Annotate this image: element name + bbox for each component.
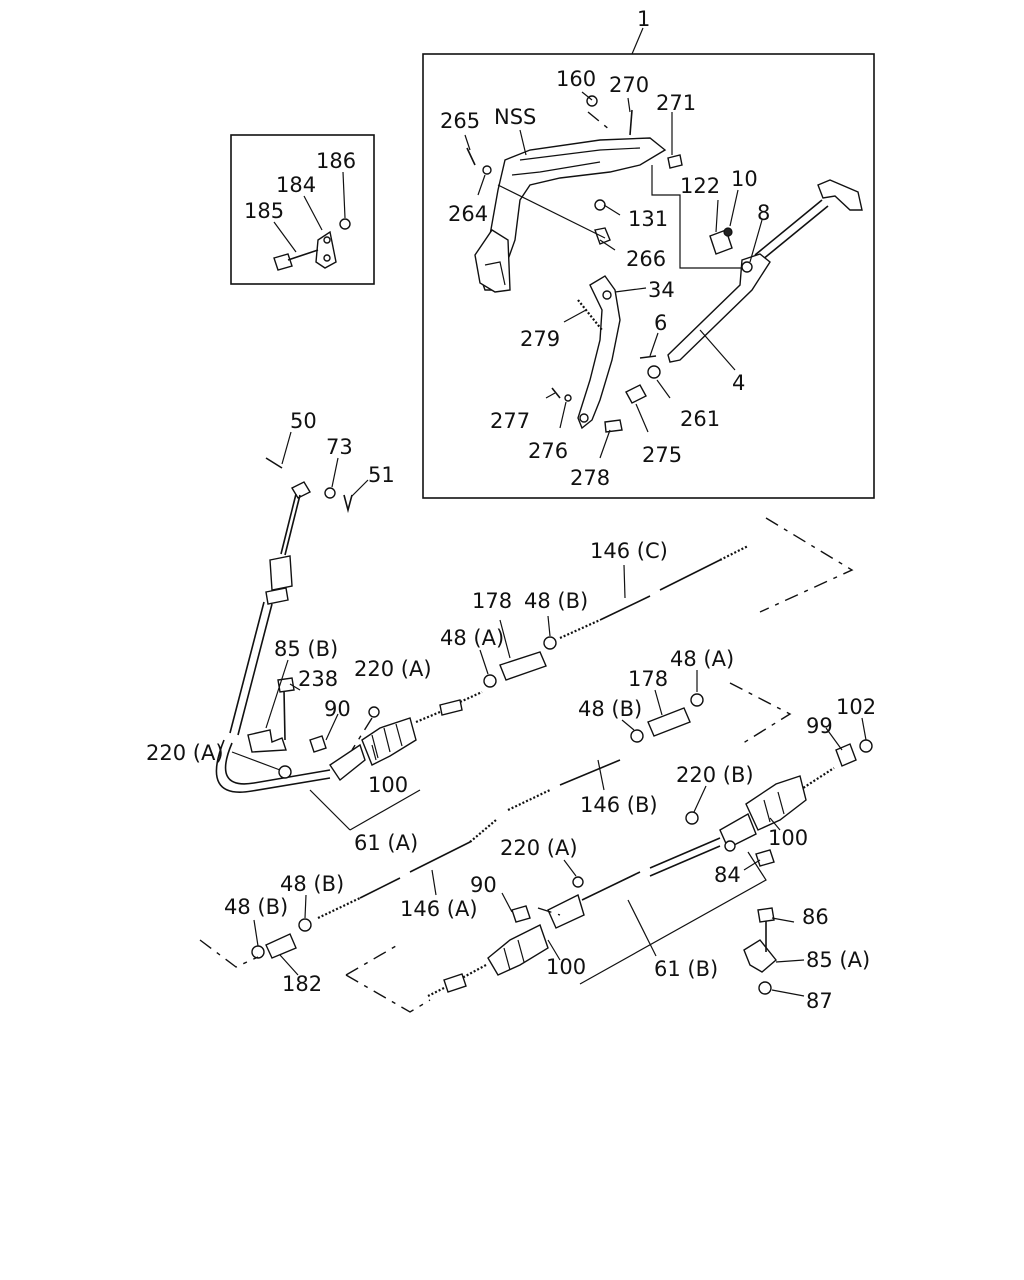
callout-185: 185 (244, 199, 284, 223)
callout-278: 278 (570, 466, 610, 490)
callout-48a-upper: 48 (A) (440, 626, 504, 650)
bracket-detail-frame (230, 134, 375, 285)
callout-48b-upper: 48 (B) (524, 589, 588, 613)
callout-122: 122 (680, 174, 720, 198)
callout-8: 8 (757, 201, 770, 225)
callout-264: 264 (448, 202, 488, 226)
callout-275: 275 (642, 443, 682, 467)
callout-100-upper: 100 (368, 773, 408, 797)
callout-48b-left: 48 (B) (224, 895, 288, 919)
callout-1: 1 (637, 7, 650, 31)
callout-86: 86 (802, 905, 829, 929)
callout-220a-upper: 220 (A) (354, 657, 432, 681)
bracket-detail-drawing (273, 171, 351, 271)
callout-90-upper: 90 (324, 697, 351, 721)
callout-266: 266 (626, 247, 666, 271)
callout-85b: 85 (B) (274, 637, 338, 661)
callout-73: 73 (326, 435, 353, 459)
callout-85a: 85 (A) (806, 948, 870, 972)
callout-51: 51 (368, 463, 395, 487)
callout-84: 84 (714, 863, 741, 887)
callout-265: 265 (440, 109, 480, 133)
callout-220a-lower: 220 (A) (500, 836, 578, 860)
callout-276: 276 (528, 439, 568, 463)
callout-279: 279 (520, 327, 560, 351)
callout-220a-left: 220 (A) (146, 741, 224, 765)
callout-277: 277 (490, 409, 530, 433)
callout-48a-lower: 48 (A) (670, 647, 734, 671)
callout-nss: NSS (494, 105, 536, 129)
callout-220b: 220 (B) (676, 763, 754, 787)
callout-146a: 146 (A) (400, 897, 478, 921)
lever-assembly-frame (422, 53, 875, 499)
callout-100-right: 100 (768, 826, 808, 850)
callout-182: 182 (282, 972, 322, 996)
callout-238: 238 (298, 667, 338, 691)
callout-labels: 1 160 270 271 265 NSS 264 131 122 10 8 2… (146, 7, 876, 1013)
callout-271: 271 (656, 91, 696, 115)
rod-146a-drawing (199, 819, 497, 976)
callout-10: 10 (731, 167, 758, 191)
callout-48b-left-upper: 48 (B) (280, 872, 344, 896)
lever-assembly-drawing (464, 27, 863, 459)
callout-100-lower: 100 (546, 955, 586, 979)
callout-48b-mid: 48 (B) (578, 697, 642, 721)
rear-cable-drawing (345, 717, 873, 1013)
callout-178-lower: 178 (628, 667, 668, 691)
callout-87: 87 (806, 989, 833, 1013)
callout-184: 184 (276, 173, 316, 197)
callout-90-lower: 90 (470, 873, 497, 897)
callout-146b: 146 (B) (580, 793, 658, 817)
callout-146c: 146 (C) (590, 539, 668, 563)
callout-34: 34 (648, 278, 675, 302)
rod-146c-drawing (479, 517, 854, 688)
callout-6: 6 (654, 311, 667, 335)
callout-178-upper: 178 (472, 589, 512, 613)
callout-61b: 61 (B) (654, 957, 718, 981)
callout-4: 4 (732, 371, 745, 395)
callout-102: 102 (836, 695, 876, 719)
callout-186: 186 (316, 149, 356, 173)
front-cable-drawing (215, 431, 483, 831)
callout-99: 99 (806, 714, 833, 738)
rod-146b-drawing (507, 670, 792, 811)
callout-50: 50 (290, 409, 317, 433)
callout-61a: 61 (A) (354, 831, 418, 855)
callout-131: 131 (628, 207, 668, 231)
callout-270: 270 (609, 73, 649, 97)
callout-160: 160 (556, 67, 596, 91)
callout-261: 261 (680, 407, 720, 431)
